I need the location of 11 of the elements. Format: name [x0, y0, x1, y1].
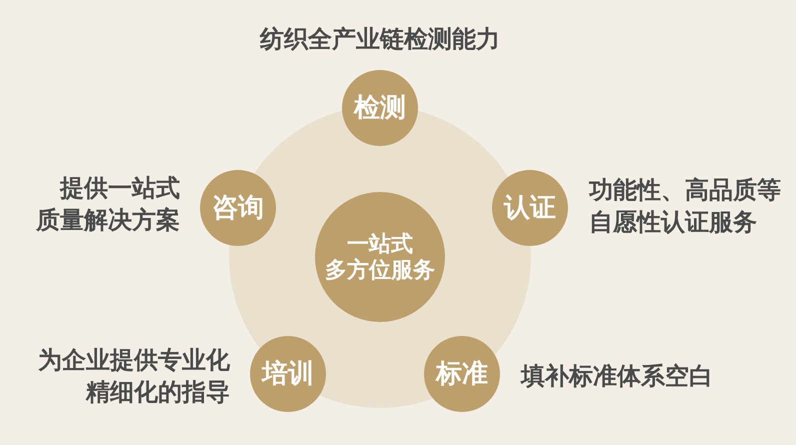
- circle-label: 咨询: [212, 192, 264, 224]
- circle-label: 标准: [436, 358, 488, 390]
- circle-label: 一站式多方位服务: [325, 230, 435, 284]
- circle-label: 培训: [262, 358, 314, 390]
- description-text: 纺织全产业链检测能力: [260, 25, 500, 55]
- circle-label: 认证: [504, 192, 556, 224]
- description-text: 填补标准体系空白: [521, 362, 713, 392]
- circle-label: 检测: [354, 92, 406, 124]
- description-text: 提供一站式质量解决方案: [36, 174, 180, 236]
- description-text: 功能性、高品质等自愿性认证服务: [589, 176, 781, 238]
- description-text: 为企业提供专业化精细化的指导: [38, 346, 230, 408]
